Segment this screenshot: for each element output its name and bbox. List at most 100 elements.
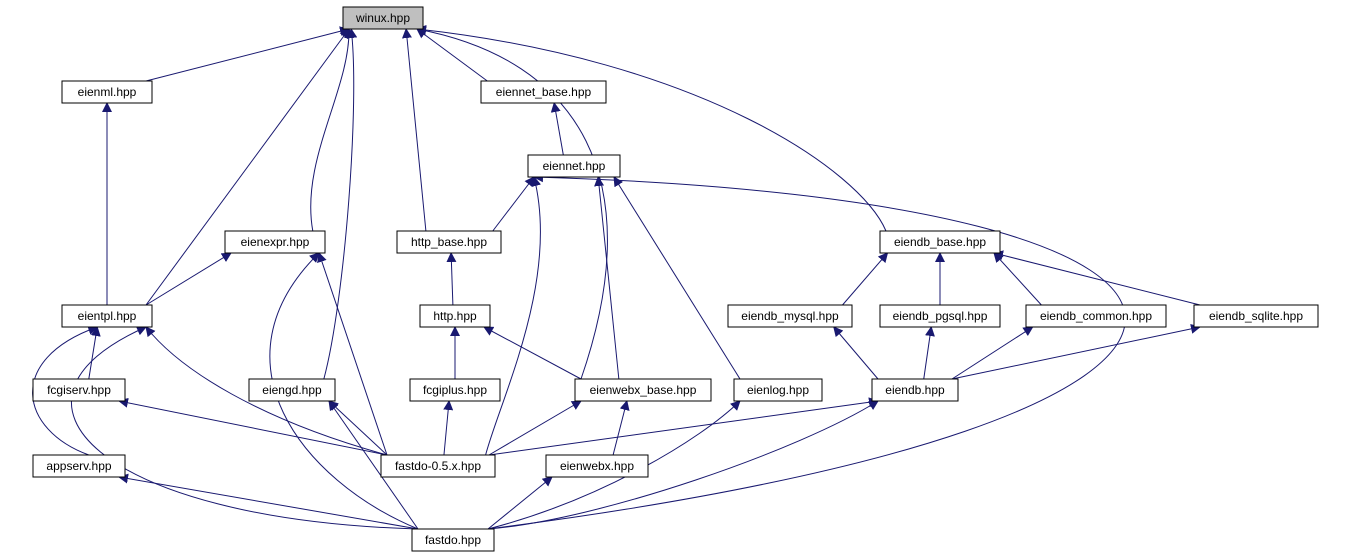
node-eiendb_base[interactable]: eiendb_base.hpp — [879, 230, 1001, 254]
node-winux[interactable]: winux.hpp — [342, 6, 424, 30]
node-eiendb_sqlite[interactable]: eiendb_sqlite.hpp — [1193, 304, 1319, 328]
node-box — [224, 230, 326, 254]
node-eienwebx[interactable]: eienwebx.hpp — [545, 454, 649, 478]
nodes-layer: winux.hpp eienml.hpp eiennet_base.hppeienn… — [32, 6, 1319, 552]
node-box — [733, 378, 823, 402]
edge-eienwebx_base-to-eiennet — [594, 176, 620, 380]
edge-eiendb-to-eiendb_sqlite — [951, 323, 1201, 380]
node-box — [32, 454, 126, 478]
edge-eienwebx-to-eienwebx_base — [612, 400, 630, 456]
edge-eiendb_common-to-eiendb_base — [993, 252, 1042, 306]
edge-eiennet_base-to-winux — [416, 28, 488, 82]
node-box — [527, 154, 621, 178]
node-box — [879, 230, 1001, 254]
node-fastdo05[interactable]: fastdo-0.5.x.hpp — [380, 454, 496, 478]
node-box — [879, 304, 1001, 328]
node-box — [574, 378, 712, 402]
node-eienwebx_base[interactable]: eienwebx_base.hpp — [574, 378, 712, 402]
node-box — [871, 378, 959, 402]
node-label: eiennet_base.hpp — [496, 85, 592, 99]
edge-http_base-to-eiennet — [492, 176, 535, 232]
node-eiendb_mysql[interactable]: eiendb_mysql.hpp — [727, 304, 853, 328]
node-label: winux.hpp — [355, 11, 410, 25]
edge-eienwebx_base-to-http — [483, 326, 582, 380]
edge-eientpl-to-winux — [145, 28, 350, 306]
node-fcgiserv[interactable]: fcgiserv.hpp — [32, 378, 126, 402]
node-box — [342, 6, 424, 30]
node-label: eienml.hpp — [78, 85, 137, 99]
edge-eiendb_base-to-winux — [416, 25, 887, 232]
node-eienexpr[interactable]: eienexpr.hpp — [224, 230, 326, 254]
node-box — [248, 378, 336, 402]
edge-fastdo05-to-eienwebx_base — [488, 400, 582, 456]
edge-fastdo-to-eientpl — [70, 326, 419, 530]
node-eientpl[interactable]: eientpl.hpp — [61, 304, 153, 328]
edge-http-to-http_base — [446, 252, 457, 306]
node-fcgiplus[interactable]: fcgiplus.hpp — [409, 378, 501, 402]
node-label: fcgiserv.hpp — [47, 383, 111, 397]
node-label: eientpl.hpp — [78, 309, 137, 323]
node-box — [1025, 304, 1167, 328]
node-label: eiendb_common.hpp — [1040, 309, 1152, 323]
edge-fastdo05-to-eiennet — [485, 176, 542, 456]
edge-eiendb_mysql-to-eiendb_base — [842, 252, 889, 306]
node-eiendb[interactable]: eiendb.hpp — [871, 378, 959, 402]
edges-layer — [32, 25, 1201, 530]
edge-eienwebx_base-to-winux — [416, 25, 608, 380]
node-eiendb_common[interactable]: eiendb_common.hpp — [1025, 304, 1167, 328]
node-appserv[interactable]: appserv.hpp — [32, 454, 126, 478]
edge-eiendb-to-eiendb_pgsql — [923, 326, 935, 380]
edge-eienml-to-winux — [145, 26, 350, 82]
edge-fcgiserv-to-eientpl — [88, 326, 101, 380]
node-label: eienwebx_base.hpp — [590, 383, 697, 397]
node-eiendb_pgsql[interactable]: eiendb_pgsql.hpp — [879, 304, 1001, 328]
edge-fastdo-to-eienexpr — [269, 252, 419, 530]
node-eiengd[interactable]: eiengd.hpp — [248, 378, 336, 402]
node-box — [409, 378, 501, 402]
edge-eiengd-to-winux — [323, 28, 358, 380]
node-http_base[interactable]: http_base.hpp — [396, 230, 502, 254]
node-box — [545, 454, 649, 478]
edge-fastdo05-to-eientpl — [145, 326, 388, 456]
node-label: eienexpr.hpp — [241, 235, 310, 249]
node-box — [727, 304, 853, 328]
edge-fastdo05-to-eiendb — [488, 397, 879, 456]
node-label: eienwebx.hpp — [560, 459, 634, 473]
edge-eiennet-to-eiennet_base — [550, 102, 564, 156]
node-label: http_base.hpp — [411, 235, 487, 249]
node-fastdo[interactable]: fastdo.hpp — [411, 528, 495, 552]
node-label: eiendb_sqlite.hpp — [1209, 309, 1303, 323]
node-label: eiendb_base.hpp — [894, 235, 986, 249]
edge-eienexpr-to-winux — [310, 28, 355, 232]
node-label: eiengd.hpp — [262, 383, 322, 397]
edge-eienlog-to-eiennet — [613, 176, 741, 380]
edge-fastdo05-to-eiengd — [328, 400, 388, 456]
edge-fastdo05-to-eienexpr — [317, 252, 388, 456]
node-label: eiendb_mysql.hpp — [741, 309, 839, 323]
node-box — [480, 80, 607, 104]
node-eienlog[interactable]: eienlog.hpp — [733, 378, 823, 402]
edge-fastdo-to-eiendb — [487, 400, 879, 530]
node-eiennet_base[interactable]: eiennet_base.hpp — [480, 80, 607, 104]
node-http[interactable]: http.hpp — [419, 304, 491, 328]
node-label: fcgiplus.hpp — [423, 383, 487, 397]
node-box — [1193, 304, 1319, 328]
node-label: appserv.hpp — [46, 459, 111, 473]
edge-http_base-to-winux — [402, 28, 427, 232]
node-eiennet[interactable]: eiennet.hpp — [527, 154, 621, 178]
node-label: eiendb.hpp — [885, 383, 945, 397]
node-label: http.hpp — [433, 309, 477, 323]
node-label: eiendb_pgsql.hpp — [893, 309, 988, 323]
node-label: eiennet.hpp — [543, 159, 606, 173]
edge-eiendb-to-eiendb_common — [951, 326, 1034, 380]
edge-fastdo-to-eiengd — [328, 400, 419, 530]
edge-fastdo-to-appserv — [118, 473, 419, 530]
edge-fastdo-to-eienwebx — [487, 476, 553, 530]
edge-eientpl-to-eienexpr — [145, 252, 232, 306]
edge-fastdo05-to-fcgiserv — [118, 397, 388, 456]
node-eienml[interactable]: eienml.hpp — [61, 80, 153, 104]
node-box — [380, 454, 496, 478]
node-label: eienlog.hpp — [747, 383, 809, 397]
node-box — [411, 528, 495, 552]
